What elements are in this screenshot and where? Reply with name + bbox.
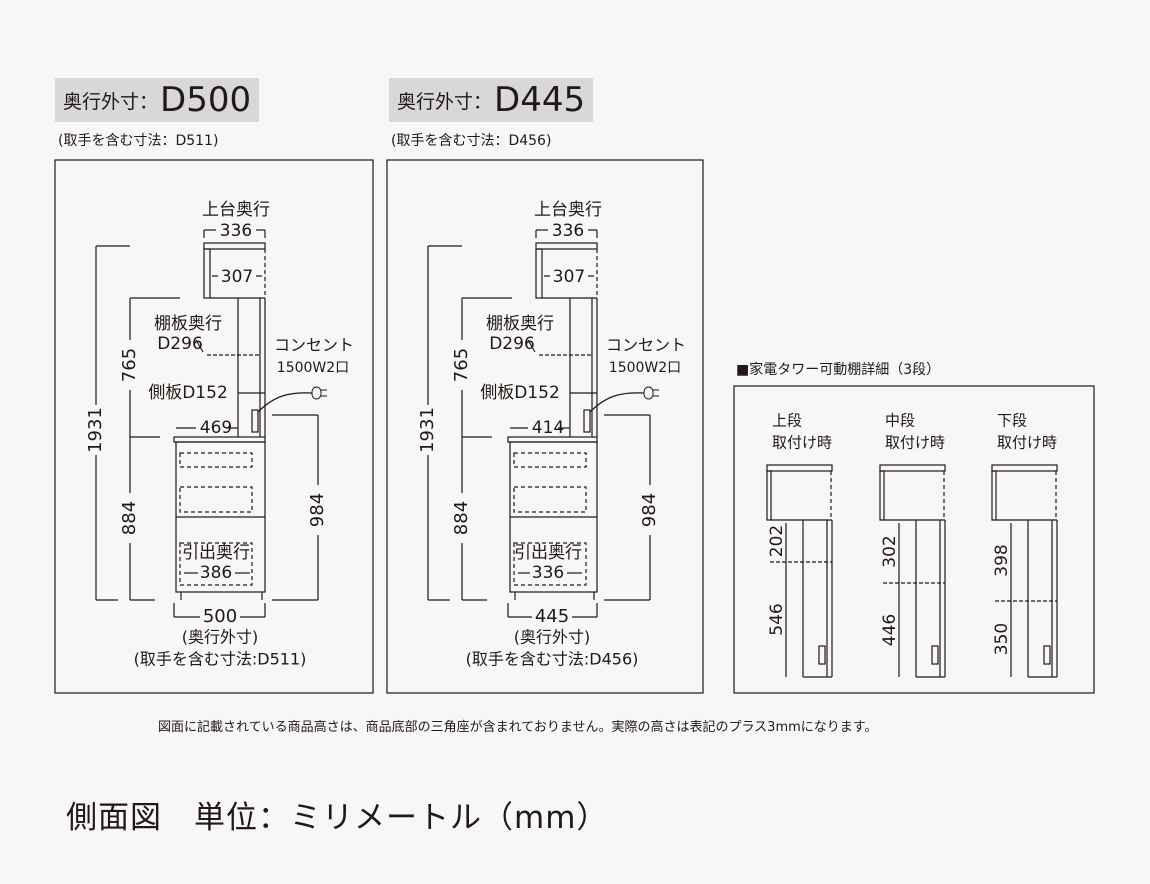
- shelf-lower-height: 350: [992, 623, 1012, 655]
- cord: [257, 392, 313, 413]
- mount-caption: 取付け時: [885, 434, 945, 452]
- drawer-depth-value: 386: [200, 563, 232, 583]
- drawer-depth-label: 引出奥行: [182, 543, 250, 563]
- depth-value: 500: [203, 606, 237, 627]
- mount-caption: 取付け時: [772, 434, 832, 452]
- plug-icon: [643, 386, 659, 400]
- upper-top-board: [991, 464, 1058, 472]
- depth-caption: (奥行外寸): [182, 628, 259, 647]
- upper-depth-label: 上台奥行: [202, 200, 270, 220]
- counter-depth-value: 414: [532, 418, 564, 438]
- header-depth: D500: [160, 80, 252, 120]
- shelf-upper-height: 202: [767, 525, 787, 557]
- shelf-upper-height: 302: [880, 535, 900, 567]
- upper-side: [535, 248, 543, 299]
- outlet-spec: 1500W2口: [277, 360, 349, 376]
- depth-handle-caption: (取手を含む寸法:D456): [466, 650, 639, 669]
- side-panel-label: 側板D152: [480, 383, 560, 403]
- drawer-inner: [513, 452, 587, 468]
- upper-top-board: [203, 242, 266, 250]
- height-base: 884: [119, 501, 140, 535]
- drawer-depth-label: 引出奥行: [514, 543, 582, 563]
- line: [527, 339, 536, 353]
- mount-caption: 取付け時: [997, 434, 1057, 452]
- shelf-depth-label: 棚板奥行: [486, 314, 554, 334]
- drawer-inner: [179, 542, 253, 586]
- outlet-label: コンセント: [274, 336, 354, 355]
- cord: [589, 392, 645, 413]
- drawer-inner: [179, 486, 253, 513]
- shelf-lower-height: 546: [767, 603, 787, 635]
- header-depth: D445: [494, 80, 586, 120]
- outlet-spec: 1500W2口: [609, 360, 681, 376]
- drawer-inner: [513, 486, 587, 513]
- panel-1-header: 奥行外寸：D500: [55, 78, 260, 122]
- outlet-label: コンセント: [606, 336, 686, 355]
- outlet: [251, 409, 259, 433]
- height-counter: 984: [639, 493, 660, 527]
- upper-inner-depth: 307: [221, 267, 253, 287]
- depth-caption: (奥行外寸): [514, 628, 591, 647]
- detail-frame: [733, 385, 1095, 694]
- upper-top-board: [766, 464, 833, 472]
- drawer-inner: [513, 542, 587, 586]
- shelf-position-label: 下段: [997, 412, 1027, 430]
- panel-2-frame: [386, 159, 704, 694]
- upper-top-board: [535, 242, 598, 250]
- height-total: 1931: [85, 407, 106, 453]
- shelf-depth-label: 棚板奥行: [154, 314, 222, 334]
- detail-title: ■家電タワー可動棚詳細（3段）: [736, 362, 941, 378]
- header-label: 奥行外寸：: [63, 90, 159, 113]
- outlet: [931, 645, 939, 665]
- upper-side: [879, 470, 885, 521]
- plug-icon: [311, 386, 327, 400]
- shelf-position-label: 上段: [772, 412, 802, 430]
- shelf-lower-height: 446: [880, 614, 900, 646]
- shelf-depth-value: D296: [157, 334, 203, 354]
- upper-depth-value: 336: [552, 221, 584, 241]
- panel-2-header: 奥行外寸：D445: [389, 78, 594, 122]
- shelf-position-label: 中段: [885, 412, 915, 430]
- outlet: [583, 409, 591, 433]
- shelf-upper-height: 398: [992, 544, 1012, 576]
- upper-side: [991, 470, 997, 521]
- depth-handle-caption: (取手を含む寸法:D511): [134, 650, 307, 669]
- height-base: 884: [451, 501, 472, 535]
- page-title: 側面図 単位：ミリメートル（mm）: [66, 800, 609, 836]
- upper-inner-depth: 307: [553, 267, 585, 287]
- upper-depth-label: 上台奥行: [534, 200, 602, 220]
- outlet: [818, 645, 826, 665]
- upper-top-board: [879, 464, 946, 472]
- height-total: 1931: [417, 407, 438, 453]
- drawer-inner: [179, 452, 253, 468]
- height-counter: 984: [307, 493, 328, 527]
- drawer-depth-value: 336: [532, 563, 564, 583]
- outlet: [1043, 645, 1051, 665]
- header-label: 奥行外寸：: [397, 90, 493, 113]
- shelf-depth-value: D296: [489, 334, 535, 354]
- line: [195, 339, 204, 353]
- upper-depth-value: 336: [220, 221, 252, 241]
- depth-value: 445: [535, 606, 569, 627]
- counter-depth-value: 469: [200, 418, 232, 438]
- panel-1-handle-note: (取手を含む寸法：D511): [58, 133, 219, 149]
- panel-2-handle-note: (取手を含む寸法：D456): [391, 133, 552, 149]
- upper-side: [203, 248, 211, 299]
- height-tower: 765: [451, 348, 472, 382]
- height-tower: 765: [119, 348, 140, 382]
- panel-1-frame: [54, 159, 374, 694]
- side-panel-label: 側板D152: [148, 383, 228, 403]
- footnote: 図面に記載されている商品高さは、商品底部の三角座が含まれておりません。実際の高さ…: [158, 720, 878, 735]
- upper-side: [766, 470, 772, 521]
